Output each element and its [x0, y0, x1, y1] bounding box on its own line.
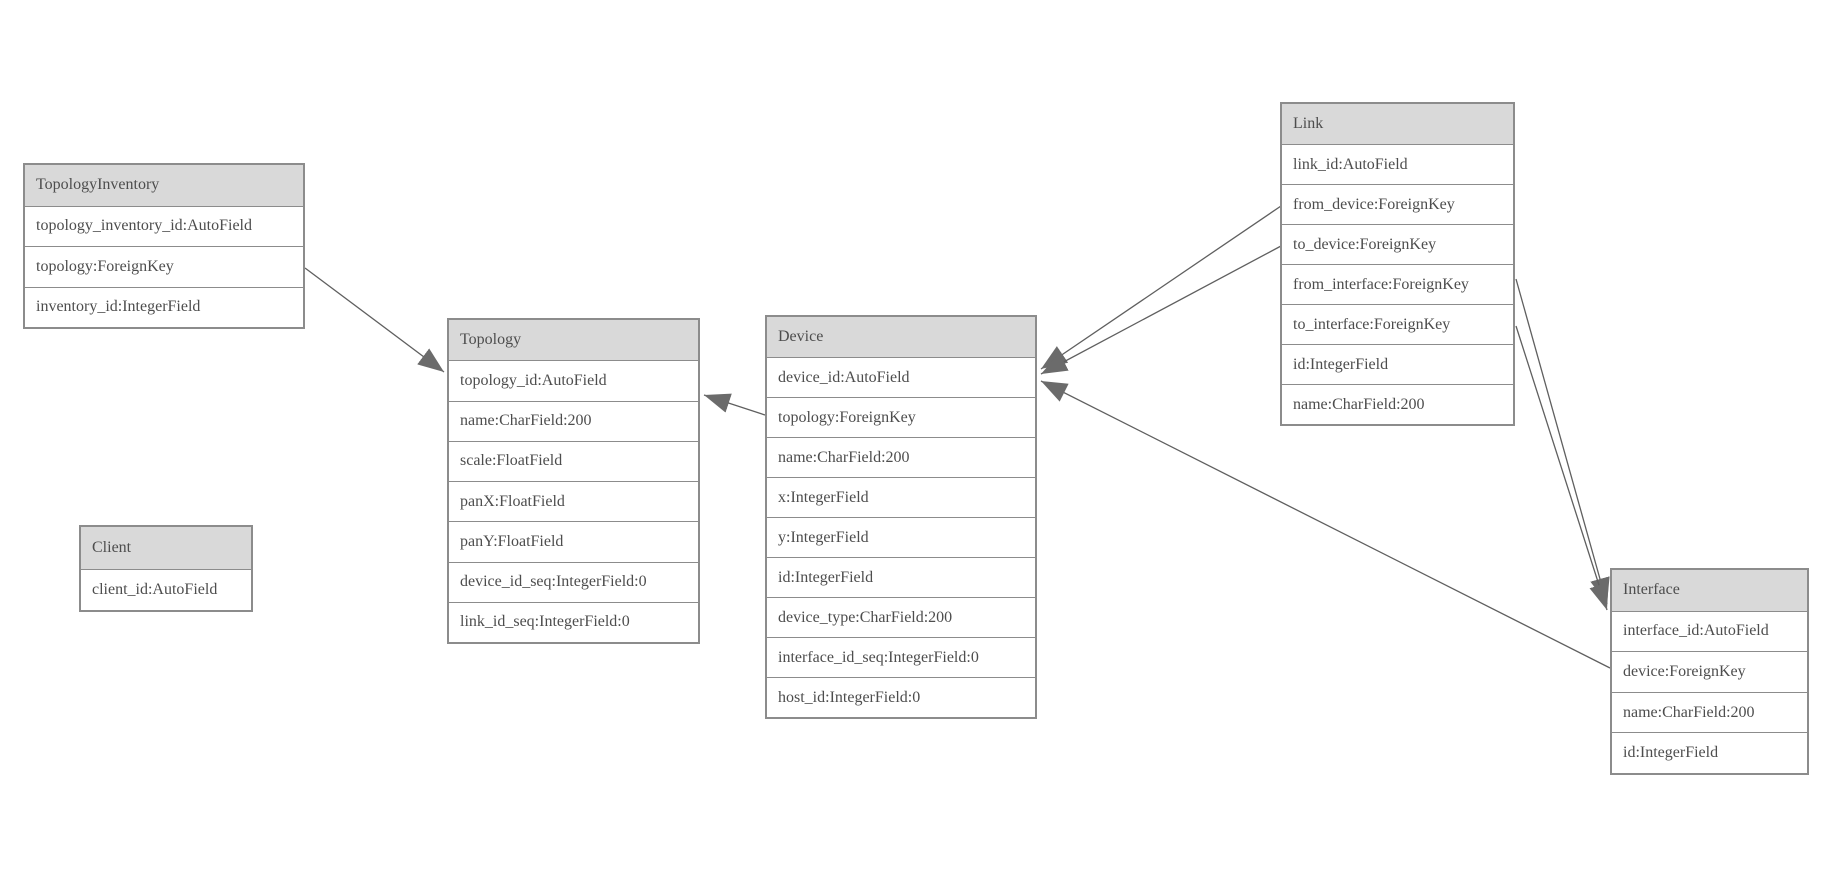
- field-row-interface: name:CharField:200: [1612, 691, 1807, 733]
- table-title-client: Client: [81, 527, 251, 569]
- field-row-client: client_id:AutoField: [81, 568, 251, 610]
- field-row-topologyinventory: topology_inventory_id:AutoField: [25, 205, 303, 246]
- table-title-link: Link: [1282, 104, 1513, 144]
- field-row-device: y:IntegerField: [767, 517, 1035, 557]
- field-row-topologyinventory: inventory_id:IntegerField: [25, 286, 303, 327]
- field-row-link: from_interface:ForeignKey: [1282, 264, 1513, 304]
- field-row-topology: name:CharField:200: [449, 400, 698, 441]
- field-row-interface: device:ForeignKey: [1612, 651, 1807, 692]
- field-row-interface: interface_id:AutoField: [1612, 610, 1807, 652]
- edge-link-to_device-device: [1040, 245, 1282, 375]
- table-title-interface: Interface: [1612, 570, 1807, 611]
- edge-topologyinventory-topology: [304, 267, 445, 373]
- table-title-device: Device: [767, 317, 1035, 357]
- field-row-link: link_id:AutoField: [1282, 144, 1513, 184]
- field-row-device: device_type:CharField:200: [767, 597, 1035, 637]
- field-row-topology: link_id_seq:IntegerField:0: [449, 601, 698, 642]
- field-row-interface: id:IntegerField: [1612, 732, 1807, 773]
- edge-device-topology: [703, 393, 766, 416]
- field-row-device: device_id:AutoField: [767, 357, 1035, 397]
- table-fields-client: client_id:AutoField: [81, 568, 251, 610]
- edge-link-from_interface-interface: [1515, 278, 1610, 605]
- table-title-topologyinventory: TopologyInventory: [25, 165, 303, 206]
- edge-link-to_interface-interface: [1515, 325, 1609, 611]
- field-row-device: name:CharField:200: [767, 437, 1035, 477]
- field-row-device: id:IntegerField: [767, 557, 1035, 597]
- field-row-topology: topology_id:AutoField: [449, 360, 698, 401]
- table-client: Client client_id:AutoField: [79, 525, 253, 612]
- field-row-topologyinventory: topology:ForeignKey: [25, 246, 303, 287]
- field-row-device: host_id:IntegerField:0: [767, 677, 1035, 717]
- field-row-link: to_device:ForeignKey: [1282, 224, 1513, 264]
- field-row-link: to_interface:ForeignKey: [1282, 304, 1513, 344]
- field-row-link: id:IntegerField: [1282, 344, 1513, 384]
- edge-link-from_device-device: [1040, 205, 1282, 370]
- field-row-topology: panY:FloatField: [449, 521, 698, 562]
- table-topologyinventory: TopologyInventory topology_inventory_id:…: [23, 163, 305, 329]
- field-row-topology: device_id_seq:IntegerField:0: [449, 561, 698, 602]
- field-row-link: name:CharField:200: [1282, 384, 1513, 424]
- field-row-device: interface_id_seq:IntegerField:0: [767, 637, 1035, 677]
- field-row-topology: panX:FloatField: [449, 481, 698, 522]
- field-row-device: x:IntegerField: [767, 477, 1035, 517]
- field-row-link: from_device:ForeignKey: [1282, 184, 1513, 224]
- field-row-device: topology:ForeignKey: [767, 397, 1035, 437]
- field-row-topology: scale:FloatField: [449, 440, 698, 481]
- table-title-topology: Topology: [449, 320, 698, 361]
